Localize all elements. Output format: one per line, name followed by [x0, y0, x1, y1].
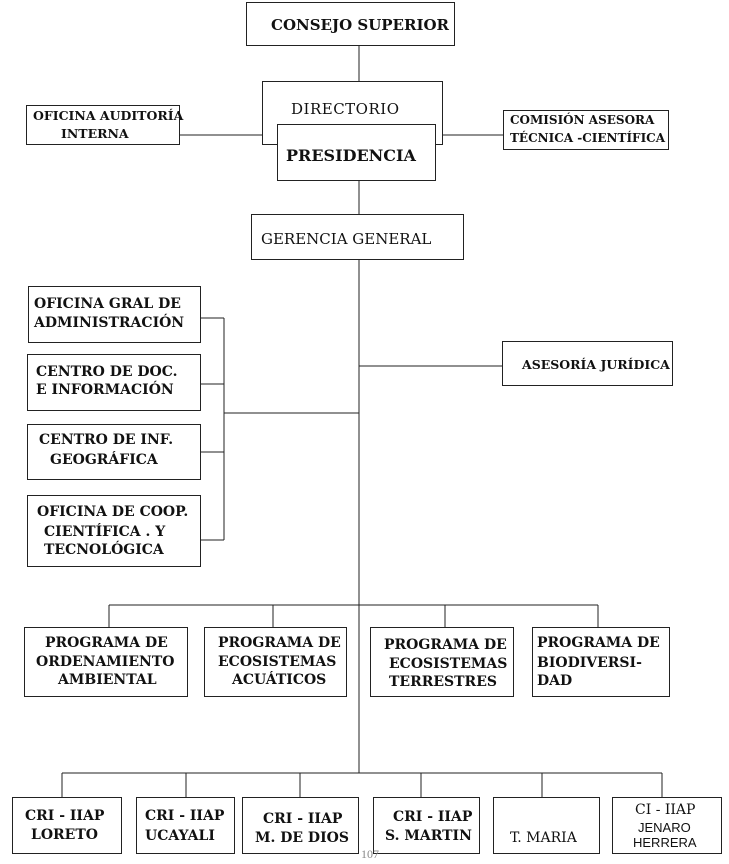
programa-acuaticos-line-2: ECOSISTEMAS [218, 654, 337, 670]
consejo-superior-box: CONSEJO SUPERIOR [246, 2, 455, 46]
programa-ordenamiento-box: PROGRAMA DE ORDENAMIENTO AMBIENTAL [24, 627, 188, 697]
oficina-administracion-line-2: ADMINISTRACIÓN [34, 315, 185, 331]
cri-ucayali-line-1: CRI - IIAP [145, 808, 225, 824]
ci-jenaro-herrera-line-3: HERRERA [633, 835, 697, 850]
cri-loreto-box: CRI - IIAP LORETO [12, 797, 122, 854]
cri-madre-de-dios-line-1: CRI - IIAP [263, 811, 343, 827]
programa-acuaticos-line-3: ACUÁTICOS [232, 672, 327, 688]
centro-documentacion-box: CENTRO DE DOC. E INFORMACIÓN [27, 354, 201, 411]
centro-documentacion-line-1: CENTRO DE DOC. [36, 364, 178, 380]
programa-biodiversidad-box: PROGRAMA DE BIODIVERSI- DAD [532, 627, 670, 697]
comision-asesora-box: COMISIÓN ASESORA TÉCNICA -CIENTÍFICA [503, 110, 669, 150]
cri-madre-de-dios-line-2: M. DE DIOS [255, 830, 349, 846]
ci-jenaro-herrera-line-2: JENARO [638, 820, 691, 835]
programa-terrestres-box: PROGRAMA DE ECOSISTEMAS TERRESTRES [370, 627, 514, 697]
cri-san-martin-line-2: S. MARTIN [385, 828, 472, 844]
oficina-auditoria-box: OFICINA AUDITORÍA INTERNA [26, 105, 184, 145]
centro-documentacion-line-2: E INFORMACIÓN [36, 382, 174, 398]
programa-ordenamiento-line-3: AMBIENTAL [58, 672, 157, 688]
cri-loreto-line-2: LORETO [31, 827, 98, 843]
directorio-label: DIRECTORIO [291, 100, 400, 118]
centro-geografico-line-2: GEOGRÁFICA [50, 452, 158, 468]
programa-biodiversidad-line-1: PROGRAMA DE [537, 635, 660, 651]
oficina-administracion-box: OFICINA GRAL DE ADMINISTRACIÓN [28, 286, 201, 343]
programa-ordenamiento-line-2: ORDENAMIENTO [36, 654, 175, 670]
ci-jenaro-herrera-line-1: CI - IIAP [635, 802, 696, 818]
oficina-cooperacion-line-3: TECNOLÓGICA [44, 542, 164, 558]
cri-madre-de-dios-box: CRI - IIAP M. DE DIOS [242, 797, 359, 854]
oficina-cooperacion-line-1: OFICINA DE COOP. [37, 504, 189, 520]
programa-biodiversidad-line-2: BIODIVERSI- [537, 655, 642, 671]
consejo-superior-label: CONSEJO SUPERIOR [271, 16, 450, 34]
programa-terrestres-line-2: ECOSISTEMAS [389, 656, 508, 672]
presidencia-box: PRESIDENCIA [277, 124, 436, 181]
cri-loreto-line-1: CRI - IIAP [25, 808, 105, 824]
comision-asesora-line-2: TÉCNICA -CIENTÍFICA [510, 131, 666, 145]
gerencia-general-label: GERENCIA GENERAL [261, 230, 432, 248]
programa-acuaticos-line-1: PROGRAMA DE [218, 635, 341, 651]
programa-terrestres-line-1: PROGRAMA DE [384, 637, 507, 653]
presidencia-label: PRESIDENCIA [286, 146, 416, 165]
asesoria-juridica-label: ASESORÍA JURÍDICA [522, 357, 670, 372]
programa-acuaticos-box: PROGRAMA DE ECOSISTEMAS ACUÁTICOS [204, 627, 347, 697]
centro-geografico-box: CENTRO DE INF. GEOGRÁFICA [27, 424, 201, 480]
oficina-administracion-line-1: OFICINA GRAL DE [34, 296, 181, 312]
t-maria-box: T. MARIA [493, 797, 600, 854]
t-maria-label: T. MARIA [510, 830, 577, 846]
programa-biodiversidad-line-3: DAD [537, 673, 573, 689]
comision-asesora-line-1: COMISIÓN ASESORA [510, 113, 655, 127]
gerencia-general-box: GERENCIA GENERAL [251, 214, 464, 260]
programa-ordenamiento-line-1: PROGRAMA DE [45, 635, 168, 651]
programa-terrestres-line-3: TERRESTRES [389, 674, 497, 690]
centro-geografico-line-1: CENTRO DE INF. [39, 432, 174, 448]
oficina-cooperacion-box: OFICINA DE COOP. CIENTÍFICA . Y TECNOLÓG… [27, 495, 201, 567]
oficina-cooperacion-line-2: CIENTÍFICA . Y [44, 524, 166, 540]
cri-san-martin-box: CRI - IIAP S. MARTIN [373, 797, 480, 854]
cri-ucayali-line-2: UCAYALI [145, 828, 215, 844]
oficina-auditoria-line-2: INTERNA [61, 126, 129, 141]
asesoria-juridica-box: ASESORÍA JURÍDICA [502, 341, 673, 386]
oficina-auditoria-line-1: OFICINA AUDITORÍA [33, 108, 184, 123]
ci-jenaro-herrera-box: CI - IIAP JENARO HERRERA [612, 797, 722, 854]
cri-ucayali-box: CRI - IIAP UCAYALI [136, 797, 235, 854]
page-number: 107 [361, 847, 379, 861]
cri-san-martin-line-1: CRI - IIAP [393, 809, 473, 825]
